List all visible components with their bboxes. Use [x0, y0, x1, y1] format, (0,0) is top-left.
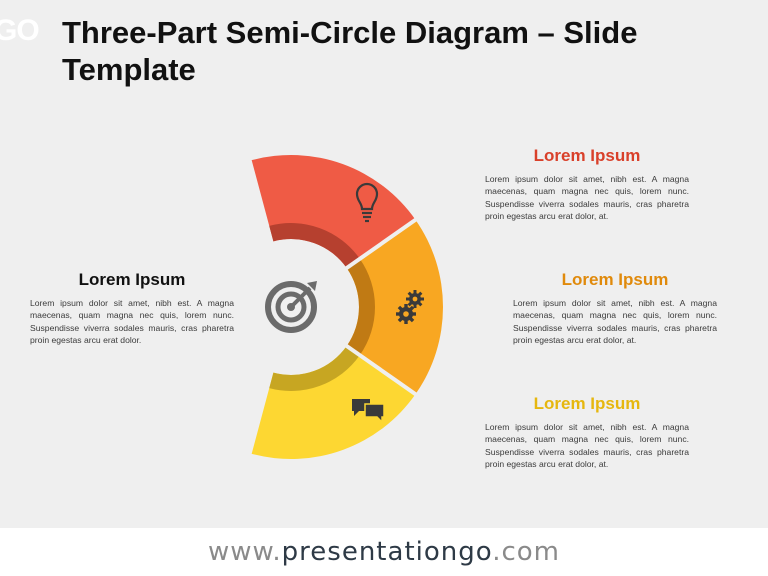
target-with-arrow-icon [265, 281, 317, 333]
chat-bubbles-icon [352, 399, 385, 424]
text-block-top-right-heading: Lorem Ipsum [533, 146, 641, 165]
text-block-bottom-right-heading: Lorem Ipsum [533, 394, 641, 413]
separator-bottom [343, 343, 419, 397]
lightbulb-icon [355, 182, 379, 223]
segment-bottom [251, 346, 416, 459]
footer-url-brand: presentationgo [281, 537, 493, 567]
text-block-left-heading: Lorem Ipsum [78, 270, 186, 289]
text-block-bottom-right-body: Lorem ipsum dolor sit amet, nibh est. A … [485, 422, 689, 470]
logo-mark: GO [0, 14, 40, 47]
text-block-left: Lorem Ipsum Lorem ipsum dolor sit amet, … [30, 270, 234, 347]
segment-bottom-inner-band [269, 346, 360, 391]
semi-circle-diagram [251, 154, 444, 459]
footer-url-suffix: .com [492, 537, 560, 567]
text-block-bottom-right: Lorem Ipsum Lorem ipsum dolor sit amet, … [485, 394, 689, 471]
footer-url-prefix: www. [208, 537, 282, 567]
text-block-middle-right: Lorem Ipsum Lorem ipsum dolor sit amet, … [513, 270, 717, 347]
text-block-middle-right-body: Lorem ipsum dolor sit amet, nibh est. A … [513, 298, 717, 346]
gears-icon [396, 290, 424, 324]
footer-website-url: www.presentationgo.com [0, 528, 768, 576]
text-block-middle-right-heading: Lorem Ipsum [561, 270, 669, 289]
slide-title: Three-Part Semi-Circle Diagram – Slide T… [62, 15, 638, 87]
separator-top [343, 217, 419, 271]
segment-middle [346, 219, 444, 395]
text-block-top-right-body: Lorem ipsum dolor sit amet, nibh est. A … [485, 174, 689, 222]
segment-middle-inner-band [346, 258, 375, 356]
text-block-top-right: Lorem Ipsum Lorem ipsum dolor sit amet, … [485, 146, 689, 223]
segment-top-inner-band [269, 223, 360, 268]
text-block-left-body: Lorem ipsum dolor sit amet, nibh est. A … [30, 298, 234, 346]
segment-top [251, 154, 416, 268]
